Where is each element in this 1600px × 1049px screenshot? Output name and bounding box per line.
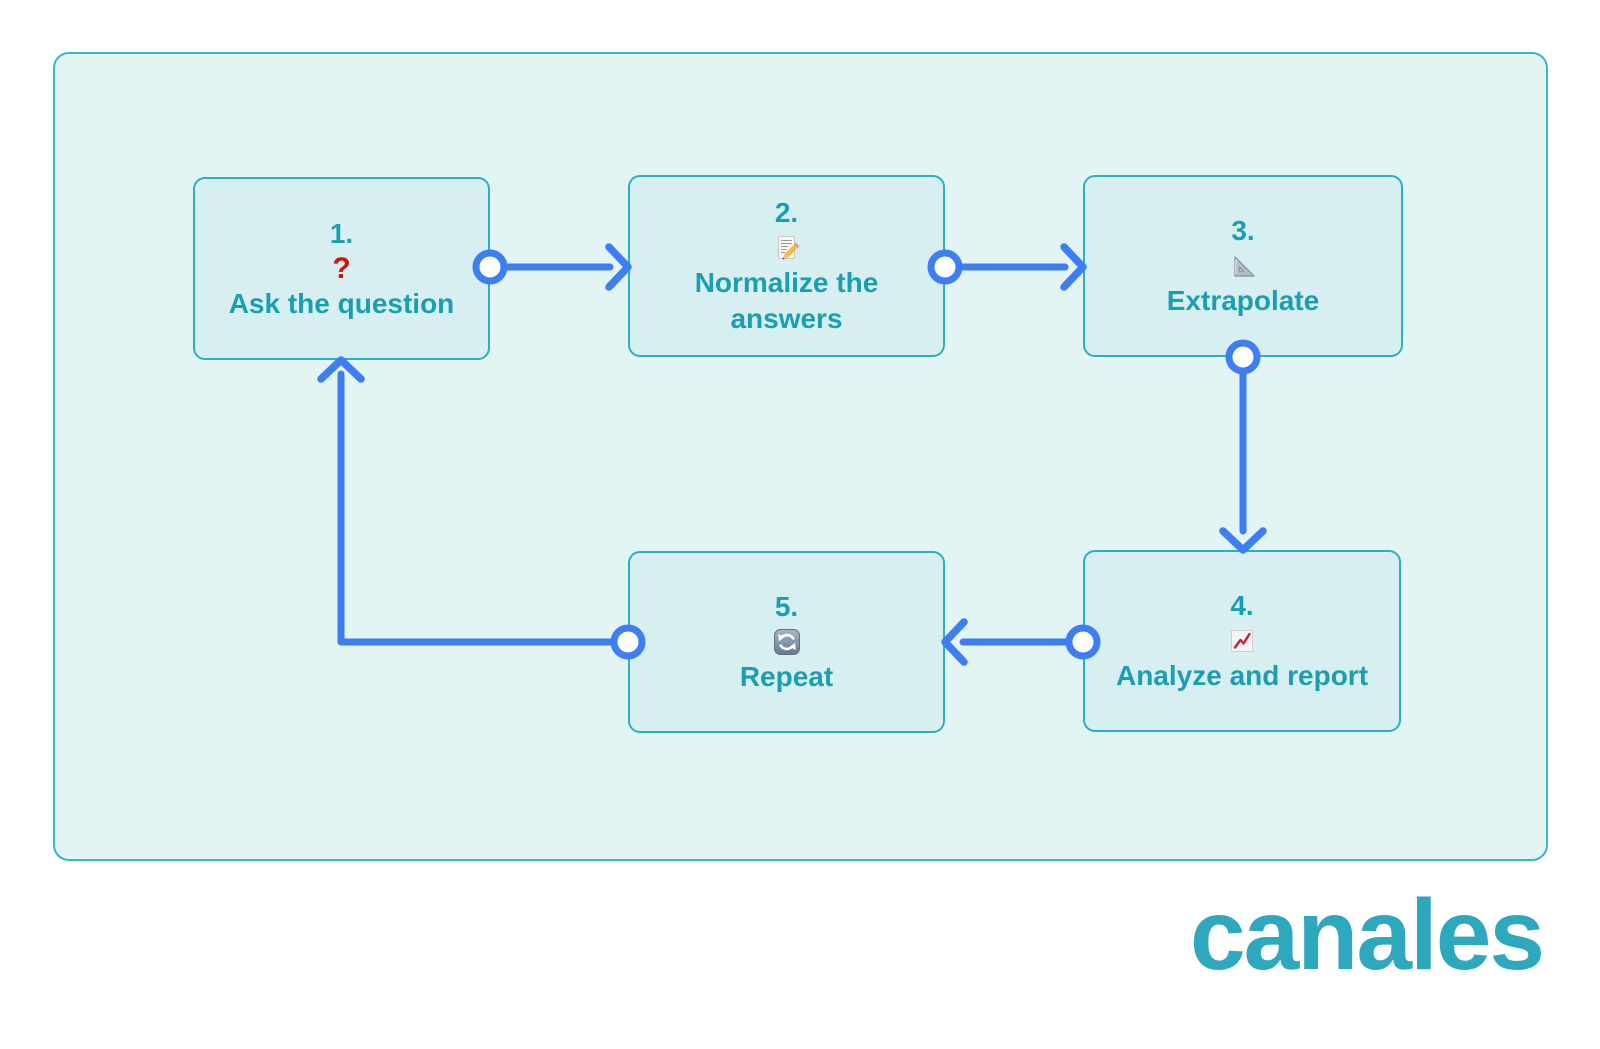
step-label: Extrapolate — [1166, 285, 1320, 316]
chart-increasing-icon — [1227, 624, 1257, 658]
flow-step-repeat: 5. Repeat — [628, 551, 945, 733]
flow-step-ask-the-question: 1. ? Ask the question — [193, 177, 490, 360]
flow-step-extrapolate: 3. Extrapolate — [1083, 175, 1403, 357]
step-label: Analyze and report — [1115, 660, 1369, 691]
step-label: Repeat — [739, 661, 834, 692]
memo-icon — [772, 231, 802, 265]
brand-logo: canales — [1190, 879, 1545, 991]
step-label: Normalize the answers — [694, 267, 879, 334]
question-mark-icon: ? — [332, 251, 351, 285]
flow-step-analyze-and-report: 4. Analyze and report — [1083, 550, 1401, 732]
step-number: 4. — [1230, 590, 1254, 621]
step-label: Ask the question — [228, 287, 455, 319]
flow-step-normalize-the-answers: 2. Normalize the answers — [628, 175, 945, 357]
counterclockwise-arrows-icon — [772, 625, 802, 659]
triangular-ruler-icon — [1228, 249, 1258, 283]
step-number: 3. — [1231, 215, 1255, 246]
diagram-canvas — [53, 52, 1548, 861]
step-number: 5. — [774, 591, 799, 622]
step-number: 2. — [774, 197, 799, 228]
step-number: 1. — [329, 217, 354, 249]
